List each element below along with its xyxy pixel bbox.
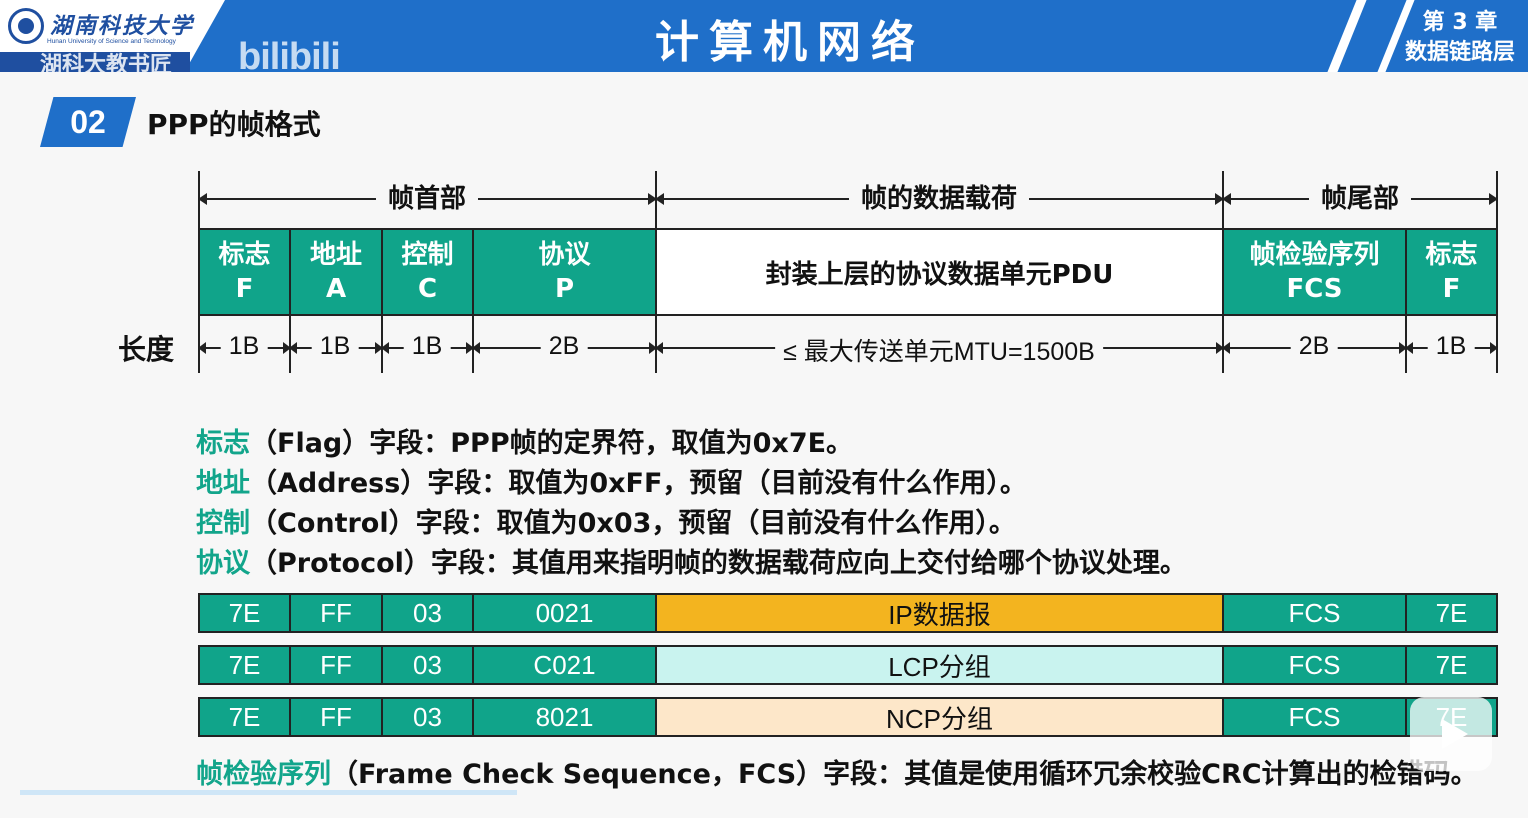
description-text: （Flag）字段：PPP帧的定界符，取值为0x7E。	[250, 428, 854, 459]
chapter-name: 数据链路层	[1404, 40, 1515, 65]
field-abbr: P	[554, 274, 575, 304]
field-flag: 标志 F	[198, 228, 291, 316]
section-number-badge: 02	[40, 97, 136, 147]
row-cell: FCS	[1222, 697, 1407, 737]
field-control: 控制 C	[381, 228, 474, 316]
bilibili-watermark: bilibili	[238, 36, 341, 72]
control-description: 控制（Control）字段：取值为0x03，预留（目前没有什么作用）。	[196, 501, 1016, 540]
length-value: 1B	[403, 332, 451, 361]
trailer-span-label: 帧尾部	[1308, 184, 1412, 214]
field-name: 控制	[401, 240, 454, 270]
slide-header: 湖南科技大学 Hunan University of Science and T…	[0, 0, 1528, 72]
length-value: 1B	[311, 332, 359, 361]
address-description: 地址（Address）字段：取值为0xFF，预留（目前没有什么作用）。	[196, 461, 1027, 500]
length-value: 2B	[540, 332, 588, 361]
field-fcs: 帧检验序列 FCS	[1222, 228, 1407, 316]
channel-watermark: 湖科大教书匠	[40, 53, 173, 72]
field-abbr: A	[325, 274, 347, 304]
university-seal-icon	[8, 8, 44, 44]
row-cell: 03	[381, 593, 474, 633]
field-abbr: C	[417, 274, 438, 304]
play-icon[interactable]	[1410, 697, 1492, 771]
field-name: 帧检验序列	[1249, 240, 1380, 270]
row-cell: 7E	[198, 697, 291, 737]
description-keyword: 控制	[196, 508, 250, 539]
row-payload-cell: LCP分组	[655, 645, 1224, 685]
row-cell: 7E	[1405, 645, 1498, 685]
flag-description: 标志（Flag）字段：PPP帧的定界符，取值为0x7E。	[196, 421, 853, 460]
description-keyword: 协议	[196, 548, 250, 579]
section-title: PPP的帧格式	[147, 108, 321, 141]
field-name: 协议	[538, 240, 591, 270]
field-flag-end: 标志 F	[1405, 228, 1498, 316]
row-cell: FF	[289, 697, 383, 737]
row-cell: 7E	[198, 593, 291, 633]
description-text: （Protocol）字段：其值用来指明帧的数据载荷应向上交付给哪个协议处理。	[250, 548, 1187, 579]
university-name-en: Hunan University of Science and Technolo…	[47, 38, 176, 45]
description-text: （Control）字段：取值为0x03，预留（目前没有什么作用）。	[250, 508, 1016, 539]
row-cell: FF	[289, 593, 383, 633]
row-cell: C021	[472, 645, 657, 685]
field-abbr: F	[235, 274, 254, 304]
slide-title: 计算机网络	[655, 17, 925, 68]
field-address: 地址 A	[289, 228, 383, 316]
protocol-description: 协议（Protocol）字段：其值用来指明帧的数据载荷应向上交付给哪个协议处理。	[196, 541, 1187, 580]
field-abbr: F	[1442, 274, 1461, 304]
fcs-description: 帧检验序列（Frame Check Sequence，FCS）字段：其值是使用循…	[196, 752, 1478, 791]
university-name: 湖南科技大学	[50, 13, 195, 39]
description-text: （Address）字段：取值为0xFF，预留（目前没有什么作用）。	[250, 468, 1027, 499]
row-cell: 8021	[472, 697, 657, 737]
field-name: 封装上层的协议数据单元PDU	[765, 259, 1114, 290]
length-value: 1B	[1427, 332, 1475, 361]
row-payload-cell: IP数据报	[655, 593, 1224, 633]
description-text: （Frame Check Sequence，FCS）字段：其值是使用循环冗余校验…	[331, 759, 1478, 790]
row-cell: FCS	[1222, 593, 1407, 633]
description-keyword: 帧检验序列	[196, 759, 331, 790]
description-keyword: 地址	[196, 468, 250, 499]
header-stripe	[1327, 0, 1367, 72]
row-payload-cell: NCP分组	[655, 697, 1224, 737]
row-cell: 7E	[1405, 593, 1498, 633]
row-cell: 7E	[198, 645, 291, 685]
field-payload: 封装上层的协议数据单元PDU	[655, 228, 1224, 316]
description-keyword: 标志	[196, 428, 250, 459]
field-name: 标志	[218, 240, 271, 270]
row-cell: 03	[381, 645, 474, 685]
field-protocol: 协议 P	[472, 228, 657, 316]
chapter-label: 第 3 章 数据链路层	[1380, 8, 1528, 68]
chapter-number: 第 3 章	[1422, 10, 1498, 35]
row-cell: 0021	[472, 593, 657, 633]
sub-banner	[0, 52, 190, 72]
length-value: ≤ 最大传送单元MTU=1500B	[775, 332, 1103, 368]
row-cell: 03	[381, 697, 474, 737]
length-value: 2B	[1290, 332, 1338, 361]
length-value: 1B	[220, 332, 268, 361]
field-name: 地址	[309, 240, 362, 270]
length-label: 长度	[118, 333, 175, 366]
field-abbr: FCS	[1286, 274, 1343, 304]
row-cell: FF	[289, 645, 383, 685]
header-span-label: 帧首部	[375, 184, 479, 214]
payload-span-label: 帧的数据载荷	[848, 184, 1030, 214]
field-name: 标志	[1425, 240, 1478, 270]
row-cell: FCS	[1222, 645, 1407, 685]
video-progress-bar[interactable]	[20, 790, 517, 795]
